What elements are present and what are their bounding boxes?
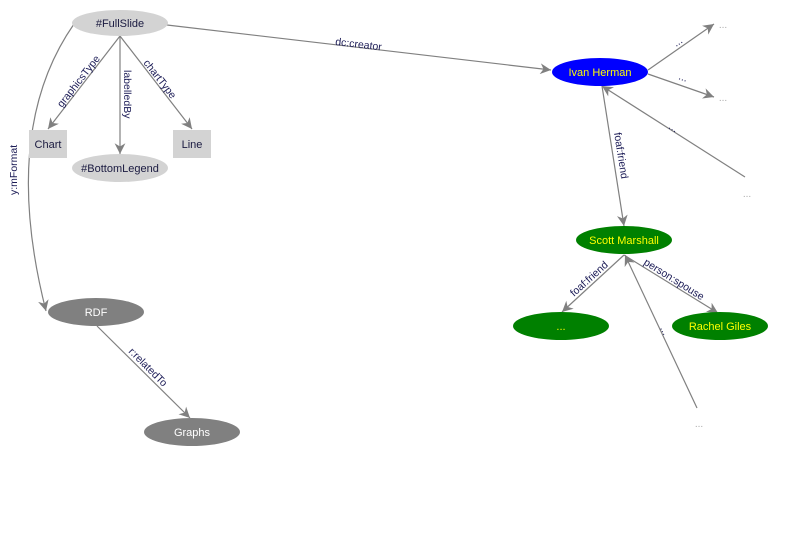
node-ivan-herman[interactable]: Ivan Herman [552, 58, 648, 86]
edge-label-in2: ... [657, 324, 672, 337]
node-bottom-legend[interactable]: #BottomLegend [72, 154, 168, 182]
node-ellipsis-in2[interactable]: ... [695, 419, 703, 430]
edge-label-out1: ... [671, 35, 685, 50]
node-label: #FullSlide [96, 18, 144, 30]
node-scott-marshall[interactable]: Scott Marshall [576, 226, 672, 254]
edge-label-labelled-by: labelledBy [121, 70, 133, 119]
node-label: Graphs [174, 427, 211, 439]
node-graphs[interactable]: Graphs [144, 418, 240, 446]
edge-dc-creator [166, 24, 552, 75]
node-label: Rachel Giles [689, 321, 752, 333]
edge-graphics-type [47, 35, 121, 130]
edge-label-spouse: person:spouse [641, 256, 706, 303]
node-label: #BottomLegend [81, 163, 159, 175]
edge-ivan-out1 [647, 23, 715, 71]
edge-label-mformat: y:mFormat [8, 145, 20, 195]
edge-related-to [96, 325, 191, 419]
node-rdf[interactable]: RDF [48, 298, 144, 326]
node-ellipsis-out1[interactable]: ... [719, 20, 727, 31]
edge-ivan-foaf-friend [601, 85, 628, 227]
node-fullslide[interactable]: #FullSlide [72, 10, 168, 36]
edge-label-related-to: r:relatedTo [126, 346, 170, 390]
node-label: Chart [35, 139, 62, 151]
edge-ivan-in [601, 85, 746, 178]
node-label: ... [556, 321, 565, 333]
node-label: RDF [85, 307, 108, 319]
edge-scott-in [624, 254, 698, 409]
edge-label-chart-type: chartType [141, 57, 179, 101]
edge-label-dc-creator: dc:creator [335, 36, 383, 53]
node-ellipsis-in1[interactable]: ... [743, 189, 751, 200]
edge-label-in1: ... [666, 120, 680, 135]
edge-label-ivan-friend: foaf:friend [611, 132, 630, 180]
node-label: Line [182, 139, 203, 151]
node-line[interactable]: Line [173, 130, 211, 158]
edge-label-scott-friend: foaf:friend [568, 259, 611, 299]
node-rachel-giles[interactable]: Rachel Giles [672, 312, 768, 340]
node-label: Scott Marshall [589, 235, 659, 247]
edge-scott-foaf-friend [561, 254, 625, 313]
edge-label-graphics-type: graphicsType [55, 53, 103, 110]
node-chart[interactable]: Chart [29, 130, 67, 158]
node-ellipsis-out2[interactable]: ... [719, 93, 727, 104]
edge-label-out2: ... [677, 70, 689, 84]
edge-spouse [623, 254, 719, 314]
edge-ivan-out2 [647, 73, 715, 99]
node-label: Ivan Herman [569, 67, 632, 79]
node-friend-unknown[interactable]: ... [513, 312, 609, 340]
edge-mformat [27, 23, 75, 312]
edge-chart-type [119, 35, 193, 130]
